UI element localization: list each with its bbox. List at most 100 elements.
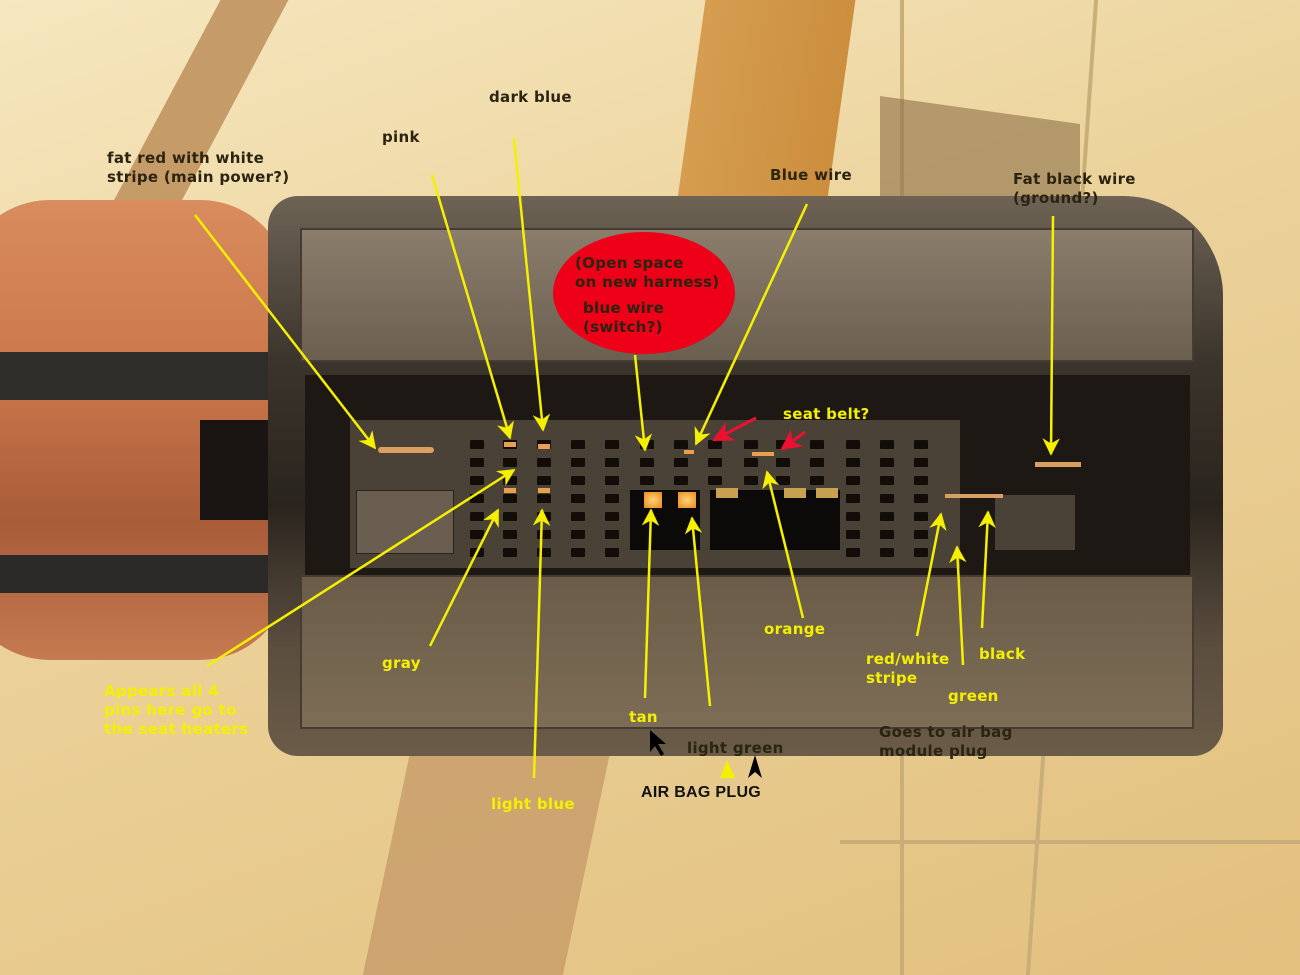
pin-slot — [537, 530, 551, 539]
label-green: green — [948, 687, 999, 705]
wire-bundle — [200, 420, 270, 520]
pin-tan — [644, 492, 662, 508]
label-gray: gray — [382, 654, 421, 672]
arrow-dark-blue — [512, 137, 551, 432]
pin-slot — [503, 548, 517, 557]
pin-slot — [605, 512, 619, 521]
pin-slot — [605, 530, 619, 539]
arrow-tan — [641, 508, 660, 699]
pin-slot — [571, 494, 585, 503]
pin-slot — [708, 476, 722, 485]
pin-slot — [914, 440, 928, 449]
arrow-seat-heaters — [206, 468, 516, 668]
pin-slot — [537, 548, 551, 557]
pin-slot — [810, 458, 824, 467]
pin-slot — [846, 494, 860, 503]
label-open-space: (Open space on new harness) — [575, 254, 720, 291]
pin-slot — [503, 512, 517, 521]
pin-gray — [504, 488, 516, 493]
label-light-green: light green — [687, 739, 784, 757]
pin-light-blue — [538, 488, 550, 493]
pin-airbag-module — [945, 494, 1003, 498]
label-pink: pink — [382, 128, 420, 146]
pin-slot — [846, 476, 860, 485]
pin-slot — [846, 458, 860, 467]
arrow-green — [949, 545, 967, 666]
label-orange: orange — [764, 620, 826, 638]
pin-slot — [914, 512, 928, 521]
airbag-tab — [784, 488, 806, 498]
red-arrow-seat-belt-1 — [712, 416, 757, 442]
pin-slot — [605, 476, 619, 485]
pin-slot — [914, 530, 928, 539]
pin-slot — [914, 458, 928, 467]
pin-slot — [708, 440, 722, 449]
pin-slot — [571, 476, 585, 485]
pin-slot — [846, 440, 860, 449]
label-blue-wire-switch: blue wire (switch?) — [583, 299, 665, 336]
pin-slot — [846, 530, 860, 539]
label-tan: tan — [629, 708, 658, 726]
arrow-black — [978, 510, 996, 629]
pin-slot — [605, 440, 619, 449]
airbag-tab — [716, 488, 738, 498]
pin-slot — [571, 458, 585, 467]
pin-slot — [880, 458, 894, 467]
pin-slot — [744, 458, 758, 467]
pin-orange — [752, 452, 774, 456]
pin-slot — [810, 476, 824, 485]
pin-slot — [470, 476, 484, 485]
arrow-blue-wire — [694, 203, 809, 446]
pin-slot — [674, 476, 688, 485]
pin-slot — [605, 548, 619, 557]
pin-slot — [810, 440, 824, 449]
label-blue-wire: Blue wire — [770, 166, 852, 184]
cable-strap-bottom — [0, 555, 270, 593]
pin-pink — [504, 442, 516, 447]
pin-slot — [914, 548, 928, 557]
arrow-light-blue — [532, 508, 551, 779]
black-pointer-tan — [650, 730, 666, 756]
arrow-blue-switch — [633, 354, 653, 452]
pin-slot — [571, 548, 585, 557]
pin-slot — [914, 476, 928, 485]
pin-slot — [846, 512, 860, 521]
arrow-orange — [762, 470, 805, 619]
black-pointer-light-green — [748, 755, 762, 778]
arrow-light-green — [684, 516, 712, 707]
arrow-red-white-stripe — [915, 512, 947, 637]
pin-slot — [503, 530, 517, 539]
pin-slot — [640, 476, 654, 485]
pin-slot — [880, 476, 894, 485]
pin-main-power — [378, 447, 434, 453]
label-red-white-stripe: red/white stripe — [866, 650, 950, 687]
label-seat-heaters: Appears all 4 pins here go to the seat h… — [104, 682, 249, 738]
label-dark-blue: dark blue — [489, 88, 572, 106]
pin-slot — [503, 494, 517, 503]
label-air-bag-plug: AIR BAG PLUG — [641, 784, 762, 801]
connector-bottom-face — [300, 575, 1194, 729]
pin-slot — [571, 512, 585, 521]
pin-dark-blue — [538, 444, 550, 449]
pin-slot — [470, 494, 484, 503]
pin-slot — [470, 530, 484, 539]
pin-slot — [571, 440, 585, 449]
pin-slot — [537, 476, 551, 485]
floor-grout-line — [840, 840, 1300, 844]
pin-slot — [744, 440, 758, 449]
arrow-gray — [428, 508, 500, 647]
pin-slot — [776, 458, 790, 467]
yellow-pointer-light-green — [720, 760, 735, 778]
pin-slot — [880, 530, 894, 539]
label-fat-black-ground: Fat black wire (ground?) — [1013, 170, 1136, 207]
pin-block-left-aux — [356, 490, 454, 554]
pin-slot — [470, 458, 484, 467]
label-black: black — [979, 645, 1026, 663]
pin-slot — [708, 458, 722, 467]
pin-slot — [537, 458, 551, 467]
pin-ground — [1035, 462, 1081, 467]
pin-slot — [880, 548, 894, 557]
label-fat-red-main-power: fat red with white stripe (main power?) — [107, 149, 290, 186]
pin-light-green — [678, 492, 696, 508]
